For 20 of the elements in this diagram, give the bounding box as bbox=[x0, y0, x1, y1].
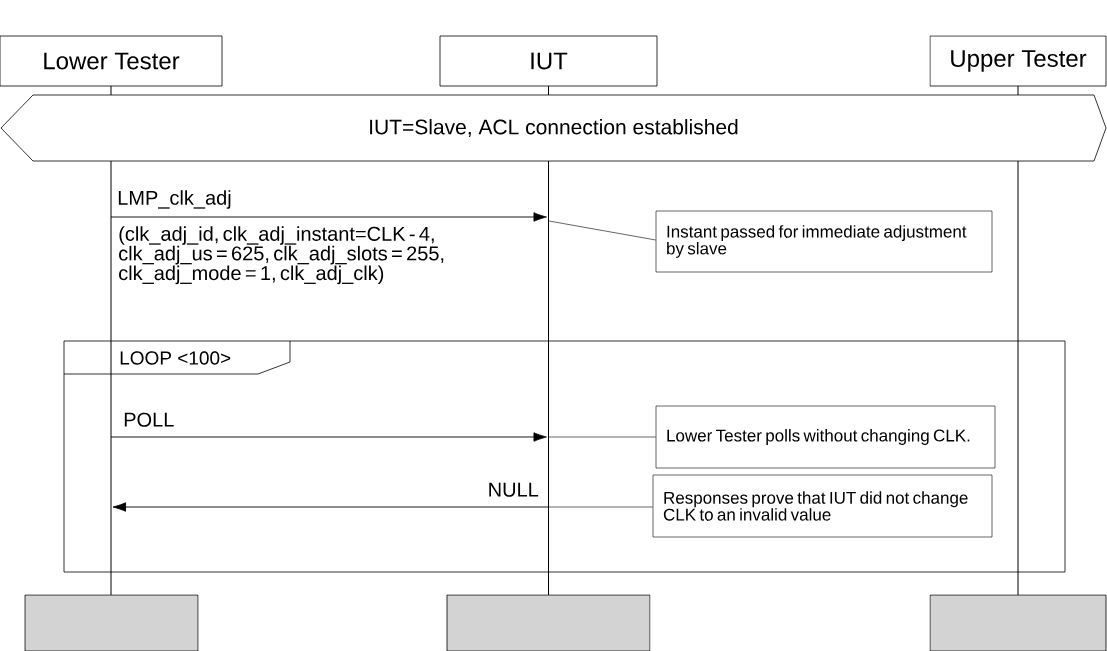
leader-line bbox=[548, 220, 656, 241]
note-box: Responses prove that IUT did not change CLK to an invalid value bbox=[652, 474, 993, 538]
message-label: LMP_clk_adj bbox=[116, 189, 233, 210]
end-box bbox=[929, 594, 1107, 651]
lifeline-header-box: Upper Tester bbox=[929, 35, 1107, 87]
message-label: POLL bbox=[122, 411, 176, 428]
lifeline-header-box: IUT bbox=[439, 35, 658, 87]
note-box: Lower Tester polls without changing CLK. bbox=[655, 405, 996, 469]
note-box: Instant passed for immediate adjustment by slave bbox=[655, 210, 993, 273]
condition-hexagon: IUT=Slave, ACL connection established bbox=[0, 94, 1107, 162]
message-arrow bbox=[112, 502, 549, 512]
end-box bbox=[446, 594, 651, 651]
message-arrow bbox=[110, 212, 547, 222]
leader-line bbox=[548, 436, 656, 438]
leader-line bbox=[548, 506, 653, 508]
message-label: NULL bbox=[486, 481, 540, 498]
message-arrow bbox=[110, 432, 547, 442]
message-parameters: (clk_adj_id, clk_adj_instant=CLK - 4, clk_adj_us = 625, clk_adj_slots = 255, clk_adj_mode = 1, clk_adj_clk) bbox=[119, 226, 444, 285]
end-box bbox=[24, 594, 199, 651]
lifeline-header-box: Lower Tester bbox=[0, 35, 223, 87]
